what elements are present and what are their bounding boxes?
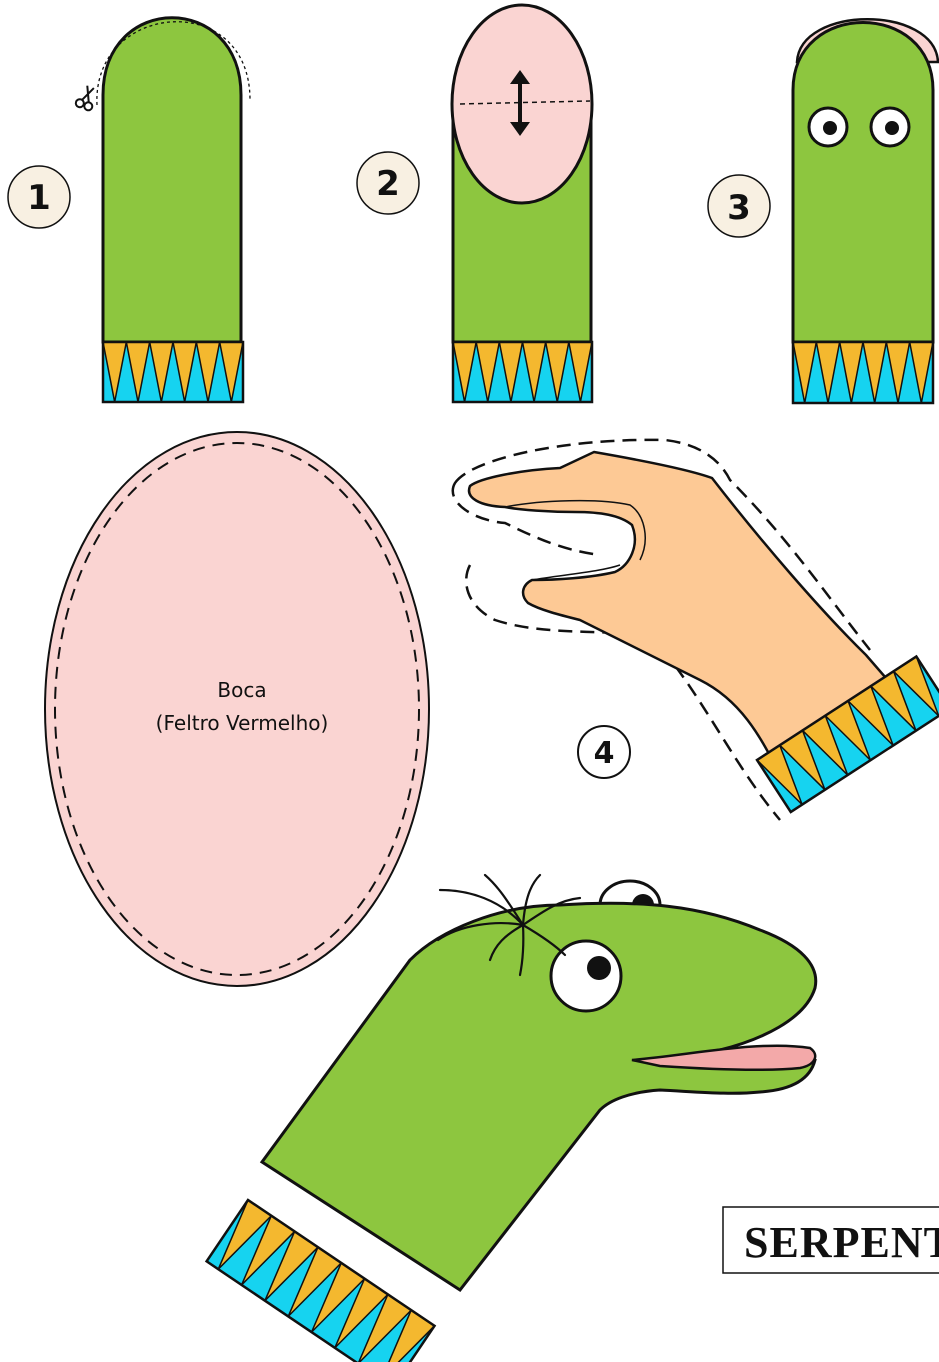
- step-3-sock: [793, 19, 938, 403]
- step-3-number: 3: [727, 188, 751, 228]
- step-1-badge: 1: [8, 166, 70, 228]
- mouth-template-sublabel: (Feltro Vermelho): [156, 711, 329, 735]
- scissors-icon: [75, 84, 99, 111]
- eye-right: [871, 108, 909, 146]
- step-2-number: 2: [376, 164, 400, 204]
- title-box: SERPENTE: [723, 1207, 939, 1273]
- step-2-badge: 2: [357, 152, 419, 214]
- sock-body: [103, 18, 241, 342]
- sock-body: [793, 23, 933, 343]
- mouth-template: Boca (Feltro Vermelho): [45, 432, 429, 986]
- step-2-sock: [452, 5, 592, 402]
- hand-icon: [453, 440, 939, 820]
- step-4-badge: 4: [578, 726, 630, 778]
- sock-cuff: [453, 342, 592, 402]
- step-3-badge: 3: [708, 175, 770, 237]
- mouth-template-label: Boca: [217, 678, 266, 702]
- step-1-number: 1: [27, 178, 51, 218]
- step-1-sock: [75, 18, 250, 402]
- sock-cuff: [793, 342, 933, 403]
- page-title: SERPENTE: [744, 1218, 939, 1267]
- sock-cuff: [103, 342, 243, 402]
- eye-left: [809, 108, 847, 146]
- step-4-number: 4: [594, 736, 615, 771]
